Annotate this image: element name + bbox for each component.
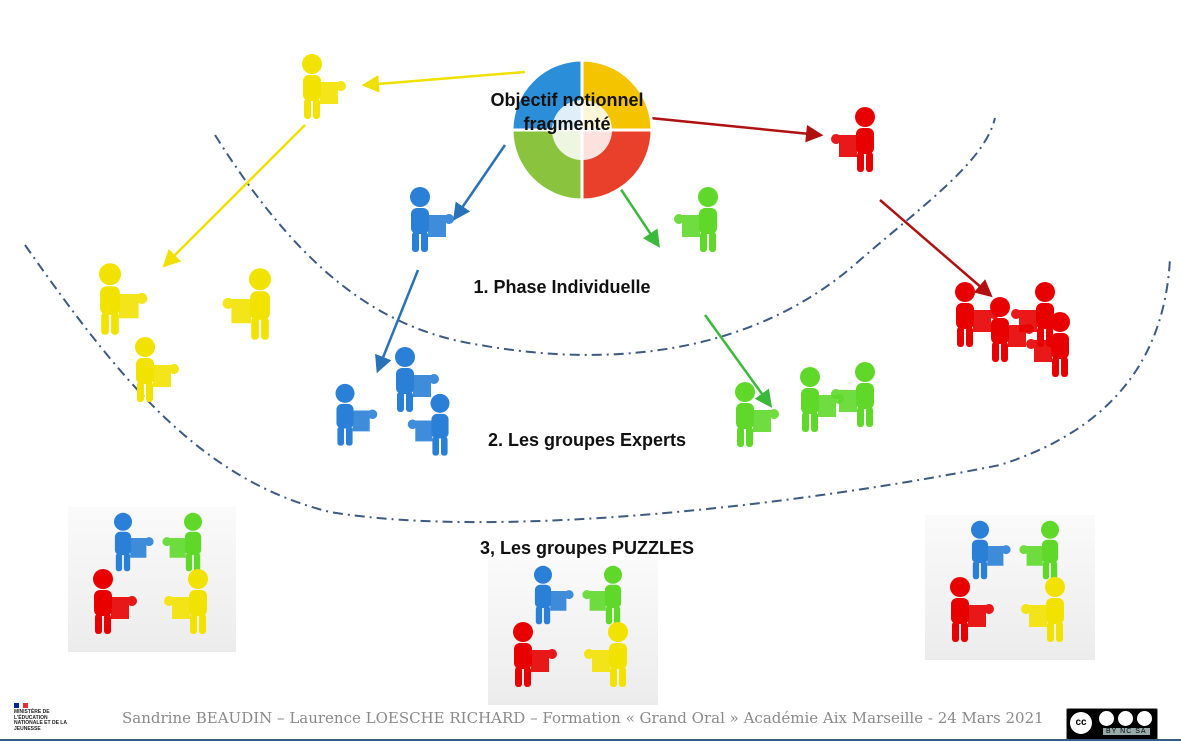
green-figure-icon bbox=[800, 367, 844, 432]
red-arrow bbox=[649, 116, 824, 143]
phase-2-label: 2. Les groupes Experts bbox=[487, 430, 687, 450]
green-figure-icon bbox=[831, 362, 875, 427]
license-icons bbox=[1099, 711, 1152, 726]
phase-1-label: 1. Phase Individuelle bbox=[473, 277, 651, 297]
yellow-figure-icon bbox=[222, 268, 271, 340]
footer-credits: Sandrine BEAUDIN – Laurence LOESCHE RICH… bbox=[122, 709, 1044, 727]
phase-boundary-1 bbox=[214, 117, 996, 356]
by-icon bbox=[1099, 711, 1114, 726]
blue-figure-icon bbox=[534, 565, 574, 625]
cc-license-badge: cc BY NC SA bbox=[1066, 708, 1158, 740]
red-figure-icon bbox=[1026, 312, 1070, 377]
blue-figure-icon bbox=[971, 520, 1011, 580]
blue-figure-icon bbox=[114, 512, 154, 572]
red-figure-icon bbox=[513, 622, 557, 687]
sa-icon bbox=[1137, 711, 1152, 726]
green-figure-icon bbox=[674, 187, 718, 252]
yellow-figure-icon bbox=[135, 337, 179, 402]
red-figure-icon bbox=[831, 107, 875, 172]
yellow-figure-icon bbox=[584, 622, 628, 687]
green-figure-icon bbox=[1019, 520, 1059, 580]
center-objective-label: Objectif notionnel fragmenté bbox=[490, 90, 644, 134]
cc-icon: cc bbox=[1070, 712, 1092, 734]
red-figure-icon bbox=[955, 282, 999, 347]
blue-arrow bbox=[375, 269, 420, 374]
green-figure-icon bbox=[162, 512, 202, 572]
green-arrow bbox=[616, 184, 660, 248]
blue-figure-icon bbox=[407, 393, 450, 456]
yellow-figure-icon bbox=[164, 569, 208, 634]
footer-divider bbox=[0, 739, 1181, 741]
ministry-logo: MINISTÈRE DE L'ÉDUCATION NATIONALE ET DE… bbox=[14, 703, 74, 732]
blue-arrow bbox=[453, 144, 507, 221]
red-arrow bbox=[879, 199, 993, 298]
ministry-logo-text: MINISTÈRE DE L'ÉDUCATION NATIONALE ET DE… bbox=[14, 709, 67, 732]
phase-3-label: 3, Les groupes PUZZLES bbox=[479, 538, 695, 558]
green-arrow bbox=[703, 314, 773, 408]
red-figure-icon bbox=[93, 569, 137, 634]
red-figure-icon bbox=[950, 577, 994, 642]
yellow-arrow bbox=[361, 70, 526, 93]
green-figure-icon bbox=[582, 565, 622, 625]
yellow-figure-icon bbox=[99, 263, 148, 335]
puzzle-circle-icon bbox=[510, 58, 654, 202]
yellow-figure-icon bbox=[1021, 577, 1065, 642]
blue-figure-icon bbox=[410, 187, 454, 252]
blue-figure-icon bbox=[335, 383, 378, 446]
green-figure-icon bbox=[735, 382, 779, 447]
nc-icon bbox=[1118, 711, 1133, 726]
yellow-figure-icon bbox=[302, 54, 346, 119]
blue-figure-icon bbox=[395, 347, 439, 412]
license-terms: BY NC SA bbox=[1103, 728, 1150, 735]
yellow-arrow bbox=[162, 124, 306, 268]
